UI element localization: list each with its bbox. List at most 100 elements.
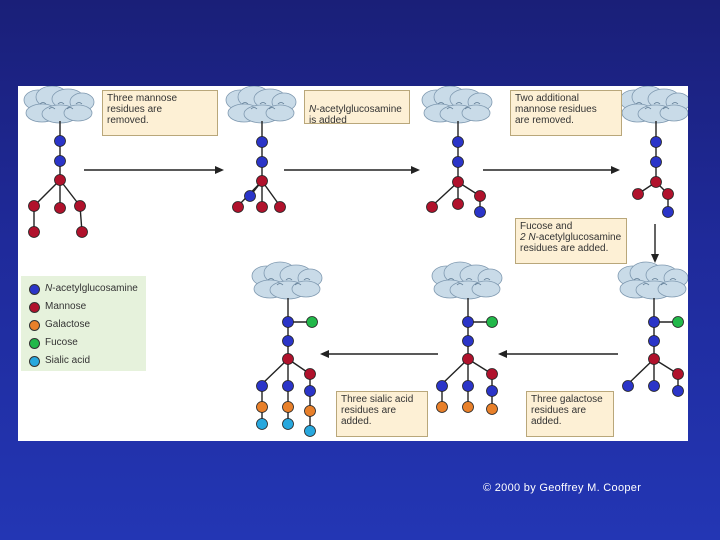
membrane-texture xyxy=(456,283,464,286)
process-arrow-head xyxy=(651,254,659,263)
membrane-lobe xyxy=(63,104,93,122)
note-two-mannose-removed: Two additional mannose residues are remo… xyxy=(510,90,622,136)
membrane-lobe xyxy=(657,280,687,298)
note-fucose-line2: 2 N-acetylglucosamine xyxy=(520,232,622,243)
membrane-texture xyxy=(465,278,473,281)
glcnac-residue xyxy=(54,135,66,147)
membrane-cloud xyxy=(225,86,297,124)
fucose-residue xyxy=(672,316,684,328)
mannose-residue xyxy=(486,368,498,380)
membrane-texture xyxy=(57,102,65,105)
mannose-residue xyxy=(452,176,464,188)
mannose-residue xyxy=(232,201,244,213)
glcnac-residue xyxy=(462,335,474,347)
mannose-residue xyxy=(74,200,86,212)
glcnac-residue xyxy=(462,380,474,392)
legend-label-fucose: Fucose xyxy=(45,337,78,348)
membrane-texture xyxy=(75,102,83,105)
membrane-texture xyxy=(660,283,668,286)
membrane-texture xyxy=(633,278,641,281)
membrane-lobe xyxy=(265,104,295,122)
mannose-residue xyxy=(76,226,88,238)
note-glcnac-italic: N xyxy=(309,104,317,115)
membrane-lobe xyxy=(659,104,688,122)
membrane-texture xyxy=(455,102,463,105)
legend-dot-sialic xyxy=(29,356,40,367)
note-galactose-added: Three galactose residues are added. xyxy=(526,391,614,437)
glcnac-residue xyxy=(282,316,294,328)
mannose-residue xyxy=(462,353,474,365)
mannose-residue xyxy=(28,226,40,238)
membrane-texture xyxy=(259,102,267,105)
membrane-lobe xyxy=(471,280,501,298)
glcnac-residue xyxy=(650,156,662,168)
glcnac-residue xyxy=(304,385,316,397)
membrane-texture xyxy=(294,283,302,286)
copyright: © 2000 by Geoffrey M. Cooper xyxy=(483,482,642,494)
glcnac-residue xyxy=(648,316,660,328)
glcnac-residue xyxy=(662,206,674,218)
membrane-texture xyxy=(447,278,455,281)
glcnac-residue xyxy=(648,380,660,392)
glcnac-residue xyxy=(54,155,66,167)
note-fucose-line2-italic: 2 N xyxy=(520,232,536,243)
note-fucose-glcnac-added: Fucose and 2 N-acetylglucosamine residue… xyxy=(515,218,627,264)
mannose-residue xyxy=(54,174,66,186)
membrane-texture xyxy=(446,107,454,110)
membrane-texture xyxy=(267,278,275,281)
membrane-texture xyxy=(635,102,643,105)
membrane-texture xyxy=(651,278,659,281)
bond-line xyxy=(261,358,289,385)
mannose-residue xyxy=(650,176,662,188)
mannose-residue xyxy=(632,188,644,200)
process-arrow-head xyxy=(411,166,420,174)
note-glcnac-text: -acetylglucosamine is added xyxy=(309,104,402,126)
legend-dot-glcnac xyxy=(29,284,40,295)
glcnac-residue xyxy=(256,136,268,148)
glcnac-residue xyxy=(282,380,294,392)
note-glcnac-added: N-acetylglucosamine is added xyxy=(304,90,410,126)
sialic-residue xyxy=(256,418,268,430)
galactose-residue xyxy=(486,403,498,415)
legend-label-glcnac: N-acetylglucosamine xyxy=(45,283,138,294)
membrane-texture xyxy=(303,278,311,281)
glcnac-residue xyxy=(282,335,294,347)
glcnac-residue xyxy=(672,385,684,397)
membrane-lobe xyxy=(461,104,491,122)
membrane-texture xyxy=(268,107,276,110)
glcnac-residue xyxy=(622,380,634,392)
glcnac-residue xyxy=(436,380,448,392)
process-arrow-head xyxy=(320,350,329,358)
glcnac-residue xyxy=(462,316,474,328)
membrane-texture xyxy=(662,107,670,110)
membrane-texture xyxy=(39,102,47,105)
membrane-texture xyxy=(669,278,677,281)
membrane-texture xyxy=(285,278,293,281)
glcnac-residue xyxy=(452,136,464,148)
galactose-residue xyxy=(256,401,268,413)
galactose-residue xyxy=(304,405,316,417)
glcnac-residue xyxy=(244,190,256,202)
membrane-texture xyxy=(473,102,481,105)
bond-line xyxy=(627,358,655,385)
membrane-texture xyxy=(653,102,661,105)
note-three-mannose-removed: Three mannose residues are removed. xyxy=(102,90,218,136)
mannose-residue xyxy=(256,201,268,213)
mannose-residue xyxy=(54,202,66,214)
glcnac-residue xyxy=(650,136,662,148)
note-fucose-line1: Fucose and xyxy=(520,221,573,232)
membrane-cloud xyxy=(251,261,323,300)
membrane-texture xyxy=(483,278,491,281)
galactose-residue xyxy=(436,401,448,413)
mannose-residue xyxy=(662,188,674,200)
membrane-texture xyxy=(241,102,249,105)
membrane-texture xyxy=(474,283,482,286)
glycosylation-diagram xyxy=(23,86,688,437)
galactose-residue xyxy=(282,401,294,413)
membrane-lobe xyxy=(291,280,321,298)
membrane-cloud xyxy=(619,86,688,124)
membrane-cloud xyxy=(617,261,688,300)
membrane-texture xyxy=(642,283,650,286)
glcnac-residue xyxy=(256,380,268,392)
membrane-texture xyxy=(66,107,74,110)
